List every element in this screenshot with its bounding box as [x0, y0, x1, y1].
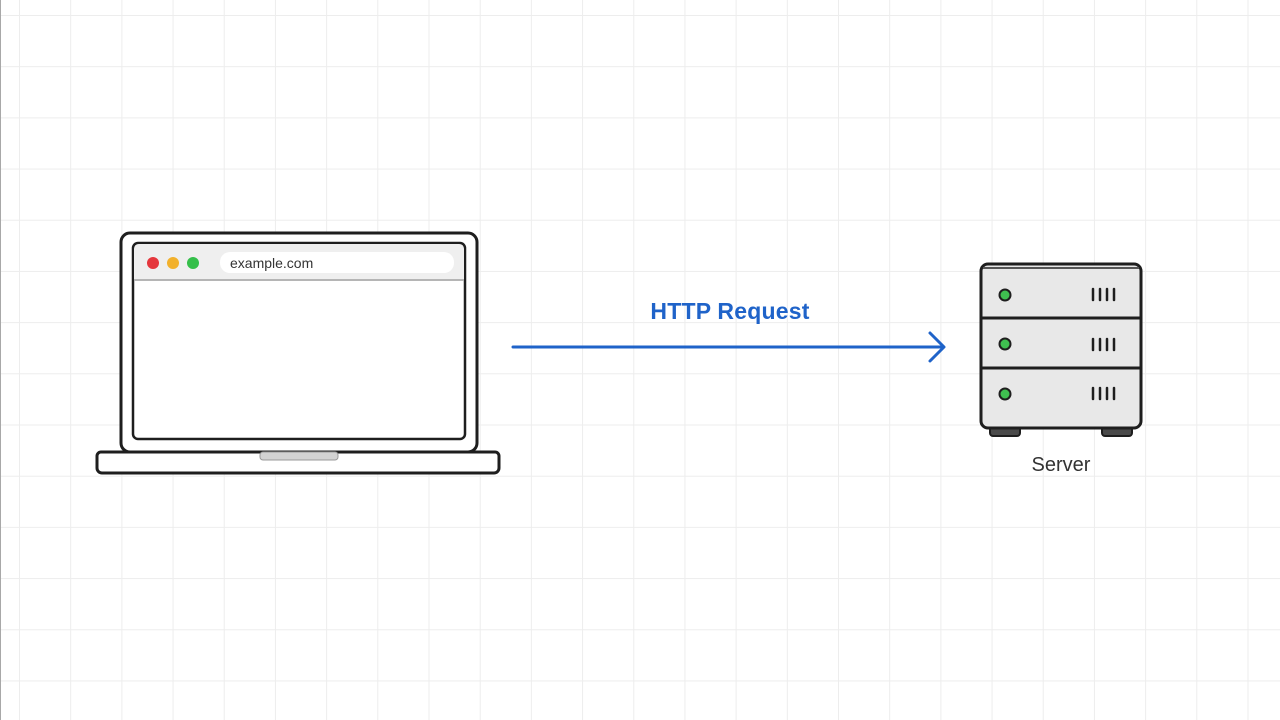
vent-icon — [1091, 287, 1116, 302]
client-laptop: example.com — [95, 230, 505, 476]
status-led-icon — [998, 288, 1012, 302]
close-dot-icon — [147, 257, 159, 269]
vent-icon — [1091, 386, 1116, 401]
server-label: Server — [1031, 454, 1091, 476]
server: Server — [975, 258, 1150, 493]
server-rack-icon — [979, 262, 1143, 437]
status-led-icon — [998, 337, 1012, 351]
connection-label: HTTP Request — [650, 298, 810, 324]
address-bar — [220, 252, 454, 273]
laptop-illustration — [95, 231, 501, 475]
http-request-arrow: HTTP Request — [505, 290, 955, 370]
left-edge-rule — [0, 0, 1, 720]
arrow-right-icon — [511, 331, 946, 363]
status-led-icon — [998, 387, 1012, 401]
address-bar-url: example.com — [230, 255, 314, 271]
minimize-dot-icon — [167, 257, 179, 269]
vent-icon — [1091, 337, 1116, 352]
maximize-dot-icon — [187, 257, 199, 269]
laptop-notch — [259, 451, 339, 461]
